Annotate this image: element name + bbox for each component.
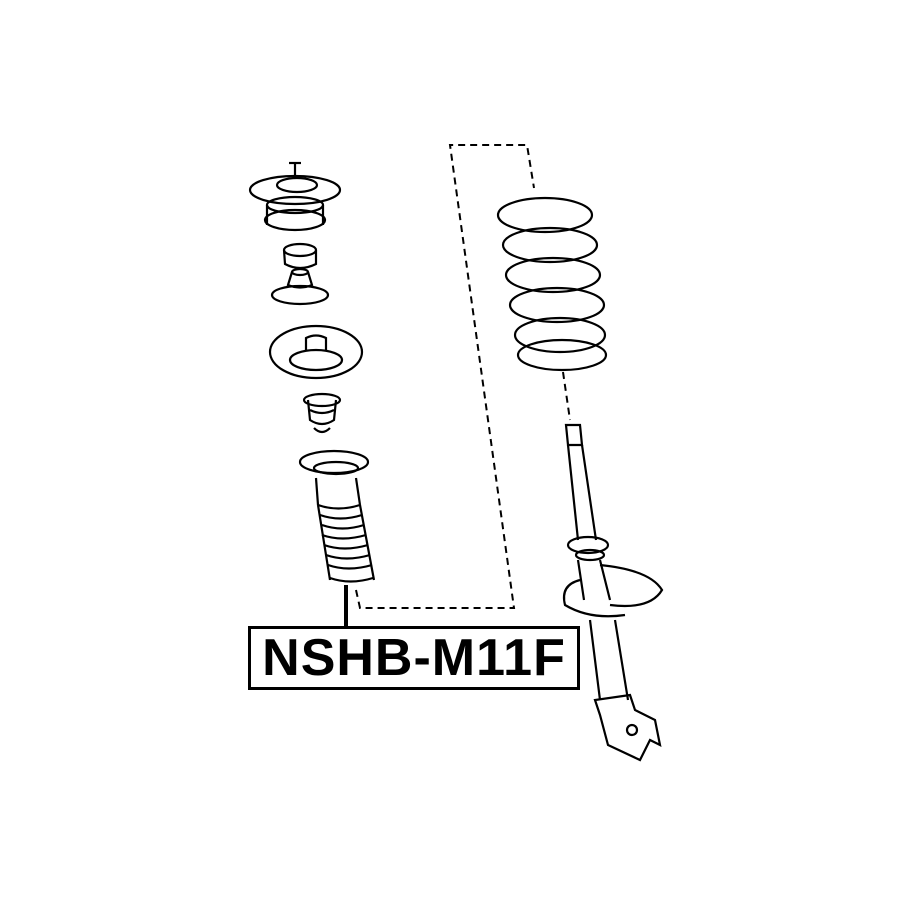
coil-spring — [496, 196, 608, 372]
dust-boot — [298, 449, 376, 583]
bump-stop — [302, 392, 342, 434]
part-number-text: NSHB-M11F — [262, 629, 566, 687]
part-number-label: NSHB-M11F — [248, 626, 580, 690]
spring-dashed-line — [562, 371, 571, 421]
assembly-dashed-line — [355, 144, 535, 609]
strut-top-mount — [248, 161, 342, 232]
strut-bearing-plate — [270, 267, 330, 306]
upper-spring-seat — [268, 324, 364, 380]
strut-assembly — [562, 423, 664, 762]
strut-bushing — [282, 242, 318, 270]
